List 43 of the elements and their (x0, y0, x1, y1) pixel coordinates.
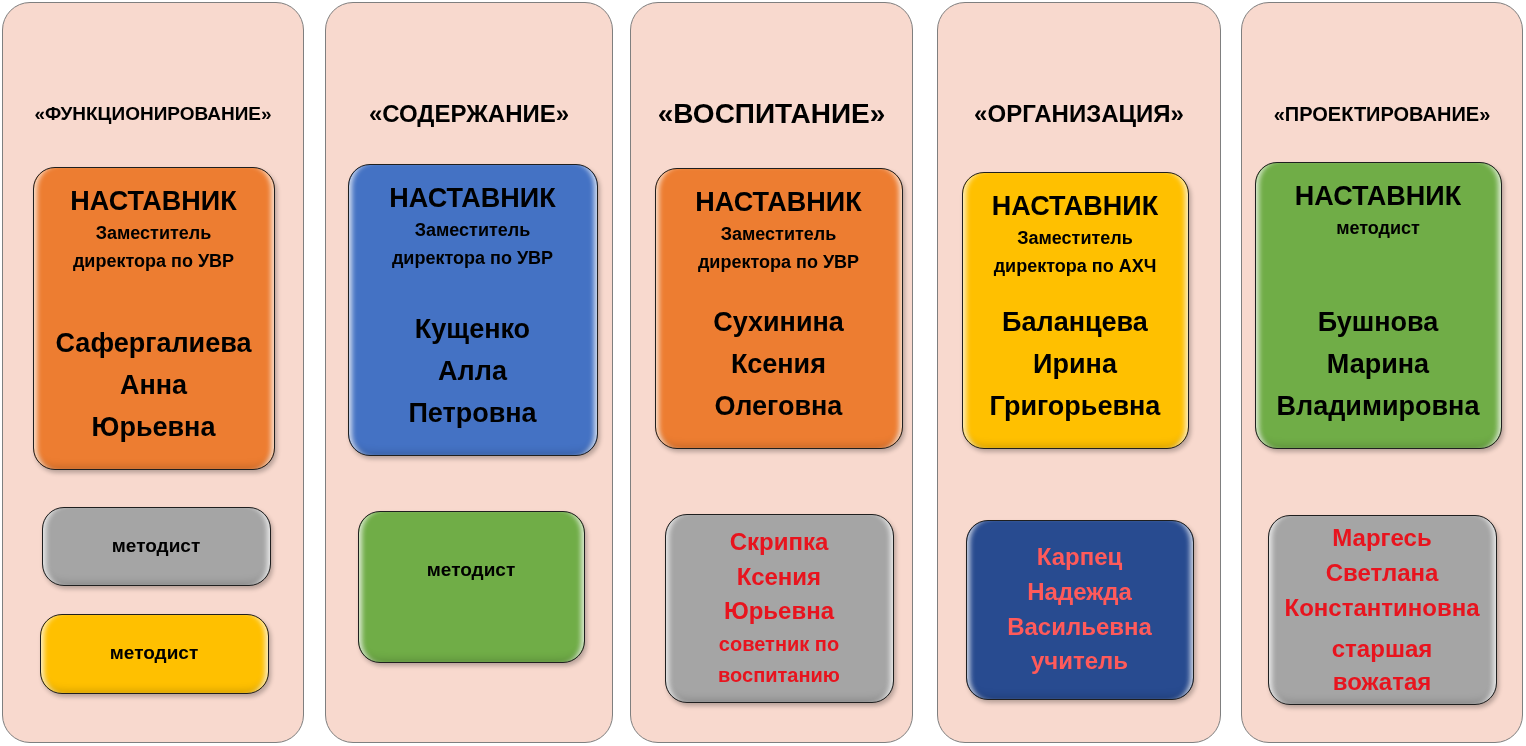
staff-card (965, 519, 1194, 700)
job-title: методист (426, 558, 516, 583)
column-panel (937, 2, 1221, 743)
job-title: методист (109, 641, 199, 666)
mentor-card (1254, 161, 1502, 449)
staff-card (41, 506, 271, 586)
column-title: «ВОСПИТАНИЕ» (657, 98, 886, 130)
column-panel (630, 2, 913, 743)
person-name: Скрипка Ксения Юрьевна (723, 526, 835, 627)
job-title: методист (1336, 216, 1420, 240)
column-title: «ОРГАНИЗАЦИЯ» (974, 100, 1184, 128)
card-heading: НАСТАВНИК (695, 185, 862, 219)
column-title: «ФУНКЦИОНИРОВАНИЕ» (34, 103, 272, 125)
column-title: «ПРОЕКТИРОВАНИЕ» (1273, 102, 1491, 126)
column-panel (1241, 2, 1523, 743)
staff-card (1267, 514, 1497, 705)
job-title: методист (111, 533, 201, 558)
person-name: Сафергалиева Анна Юрьевна (55, 326, 252, 444)
person-name: Бушнова Марина Владимировна (1276, 305, 1480, 423)
job-title: советник по воспитанию (717, 632, 841, 689)
person-name: Баланцева Ирина Григорьевна (989, 305, 1161, 423)
mentor-card (654, 167, 903, 449)
card-heading: НАСТАВНИК (389, 181, 556, 215)
job-title: Заместитель директора по АХЧ (992, 226, 1158, 279)
job-title: Заместитель директора по УВР (71, 221, 236, 274)
job-title: учитель (1030, 646, 1129, 677)
staff-card (357, 510, 585, 663)
card-heading: НАСТАВНИК (991, 189, 1159, 223)
column-panel (325, 2, 613, 743)
person-name: Сухинина Ксения Олеговна (713, 305, 844, 423)
column-title: «СОДЕРЖАНИЕ» (368, 100, 570, 128)
staff-card (39, 613, 269, 694)
card-heading: НАСТАВНИК (1294, 179, 1462, 213)
job-title: старшая вожатая (1331, 634, 1433, 697)
column-panel (2, 2, 304, 743)
person-name: Кущенко Алла Петровна (408, 312, 537, 430)
mentor-card (347, 163, 598, 456)
staff-card (664, 513, 894, 703)
job-title: Заместитель директора по УВР (390, 218, 555, 271)
card-heading: НАСТАВНИК (70, 184, 237, 218)
job-title: Заместитель директора по УВР (696, 222, 861, 275)
mentor-card (32, 166, 275, 470)
mentor-card (961, 171, 1189, 449)
